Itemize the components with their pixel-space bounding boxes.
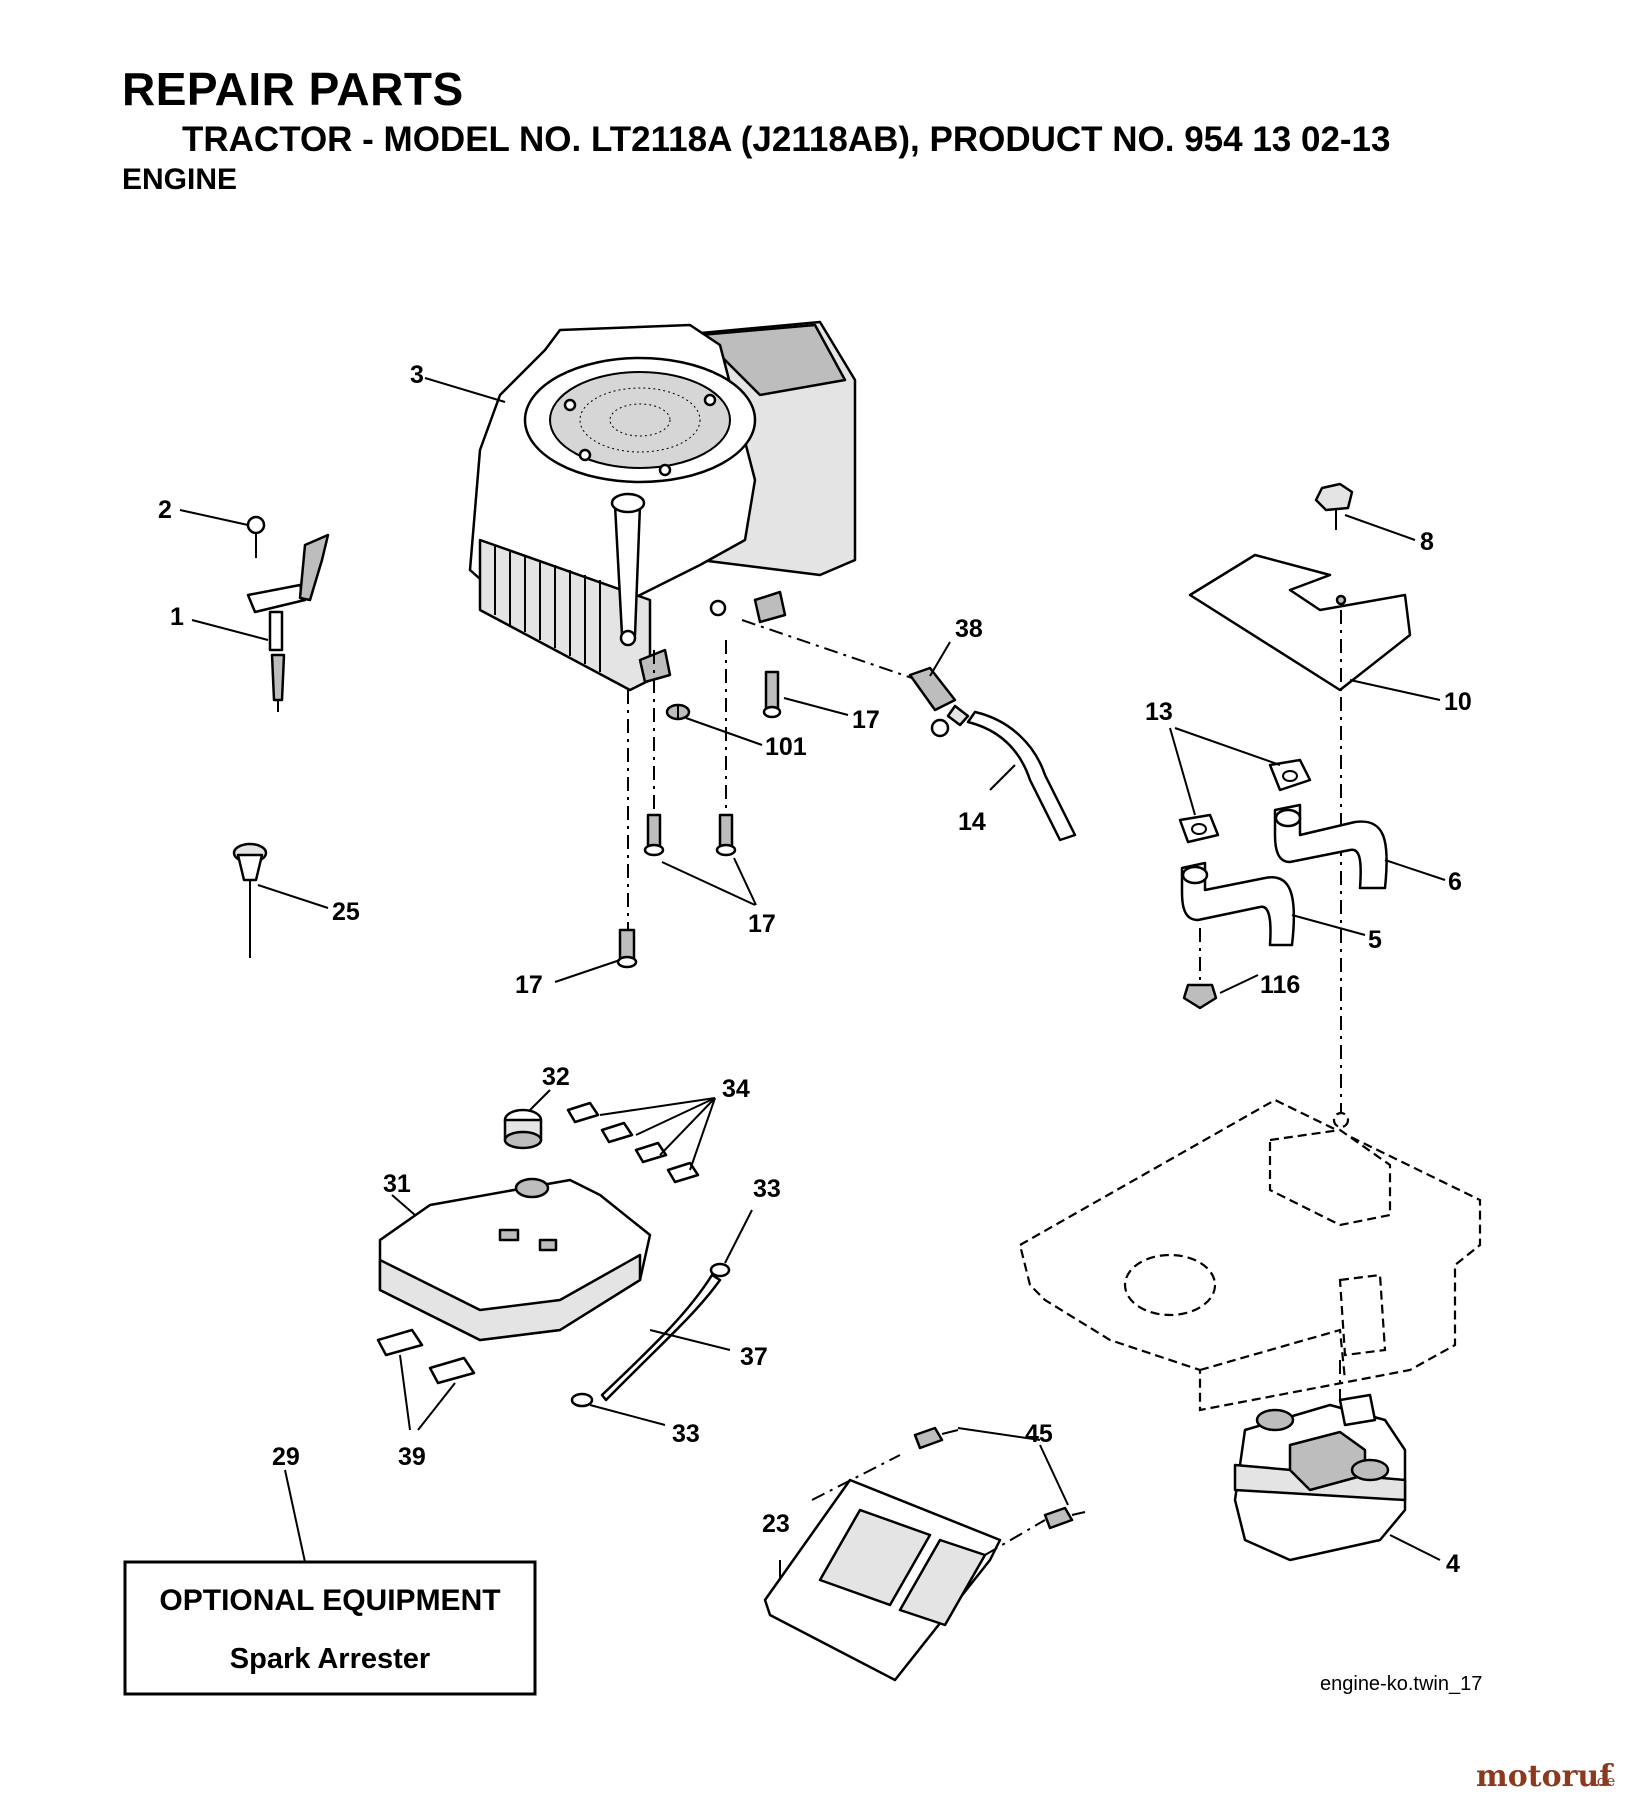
- bolt-part-17-right[interactable]: [715, 813, 737, 857]
- watermark-suffix: .de: [1592, 1772, 1615, 1790]
- screw-part-45-b[interactable]: [1043, 1506, 1086, 1530]
- callout-45: 45: [1025, 1420, 1053, 1448]
- motoruf-watermark-logo: motoruf .de: [1476, 1759, 1615, 1794]
- callout-8: 8: [1420, 528, 1434, 556]
- screw-part-2[interactable]: [246, 515, 266, 558]
- bolt-part-17-bottom[interactable]: [616, 928, 638, 969]
- optional-equipment-item: Spark Arrester: [230, 1643, 430, 1675]
- clamp-part-33-top[interactable]: [709, 1262, 731, 1278]
- heat-shield-part-23[interactable]: [763, 1478, 1002, 1682]
- callout-33-top: 33: [753, 1175, 781, 1203]
- callout-3: 3: [410, 361, 424, 389]
- callout-17-top: 17: [852, 706, 880, 734]
- engine-part-3[interactable]: [468, 320, 857, 692]
- screw-part-45-a[interactable]: [913, 1426, 959, 1450]
- callout-101: 101: [765, 733, 807, 761]
- exhaust-pipe-part-6[interactable]: [1273, 803, 1388, 890]
- callout-32: 32: [542, 1063, 570, 1091]
- callout-14: 14: [958, 808, 986, 836]
- muffler-part-4[interactable]: [1233, 1393, 1407, 1562]
- callout-116: 116: [1260, 971, 1300, 999]
- callout-39: 39: [398, 1443, 426, 1471]
- callout-5: 5: [1368, 926, 1382, 954]
- locknut-part-116[interactable]: [1182, 983, 1218, 1010]
- callout-6: 6: [1448, 868, 1462, 896]
- exhaust-pipe-part-5[interactable]: [1180, 861, 1296, 947]
- callout-31: 31: [383, 1170, 411, 1198]
- choke-knob-part-25[interactable]: [232, 842, 268, 958]
- clamp-part-33-bottom[interactable]: [570, 1392, 594, 1408]
- callout-2: 2: [158, 496, 172, 524]
- air-filter-housing-part-31[interactable]: [378, 1177, 652, 1342]
- tractor-frame-reference: [1018, 1098, 1482, 1412]
- callout-13: 13: [1145, 698, 1173, 726]
- section-title: ENGINE: [122, 163, 238, 196]
- optional-equipment-box: OPTIONAL EQUIPMENT Spark Arrester: [123, 1560, 537, 1696]
- locknut-part-101[interactable]: [665, 703, 691, 721]
- knob-part-32[interactable]: [503, 1108, 543, 1150]
- callout-38: 38: [955, 615, 983, 643]
- page-title: REPAIR PARTS: [122, 63, 464, 115]
- file-reference: engine-ko.twin_17: [1320, 1673, 1482, 1695]
- callout-1: 1: [170, 603, 184, 631]
- gasket-part-13-a[interactable]: [1268, 758, 1312, 792]
- callout-labels: 3 2 1 8 38 13 10 101 17 14 6 25 17 5 17 …: [158, 361, 1472, 1578]
- fuel-hose-part-14[interactable]: [966, 710, 1077, 842]
- tube-part-37[interactable]: [600, 1273, 722, 1402]
- optional-equipment-title: OPTIONAL EQUIPMENT: [159, 1584, 500, 1617]
- watermark-brand: motoruf: [1476, 1759, 1614, 1794]
- model-line: TRACTOR - MODEL NO. LT2118A (J2118AB), P…: [182, 120, 1391, 159]
- callout-17-bottom: 17: [515, 971, 543, 999]
- callout-34: 34: [722, 1075, 750, 1103]
- callout-10: 10: [1444, 688, 1472, 716]
- callout-37: 37: [740, 1343, 768, 1371]
- callout-17-mid: 17: [748, 910, 776, 938]
- throttle-control-part-1[interactable]: [246, 533, 330, 712]
- callout-33-bottom: 33: [672, 1420, 700, 1448]
- bolt-part-17-left[interactable]: [643, 813, 665, 857]
- callout-4: 4: [1446, 1550, 1460, 1578]
- callout-29: 29: [272, 1443, 300, 1471]
- heat-shield-part-10[interactable]: [1188, 553, 1412, 692]
- gasket-part-13-b[interactable]: [1178, 813, 1220, 844]
- fuel-fitting-part-38[interactable]: [908, 666, 970, 738]
- knob-part-8[interactable]: [1314, 482, 1354, 530]
- foam-pad-part-39[interactable]: [376, 1328, 476, 1385]
- callout-25: 25: [332, 898, 360, 926]
- callout-23: 23: [762, 1510, 790, 1538]
- bolt-part-17-top[interactable]: [762, 670, 782, 719]
